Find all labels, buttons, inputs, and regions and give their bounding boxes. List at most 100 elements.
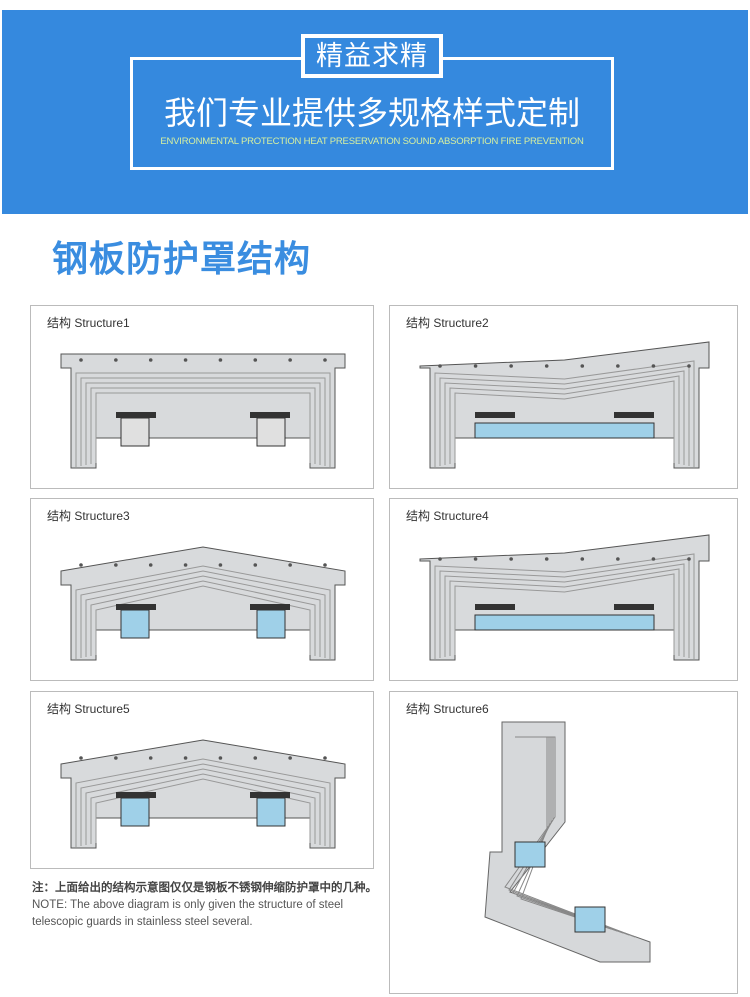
seal [250,412,290,418]
rail [574,906,606,933]
guard-line [90,580,316,656]
guard-line [75,372,331,467]
guard-body [419,534,710,661]
bolt [183,358,188,362]
guard-body [60,546,346,661]
structure-panel-6: 结构 Structure6 [389,691,738,994]
guard-line [75,565,331,659]
structure-diagram [484,721,651,963]
guard-line [444,370,685,465]
guard-line [95,778,311,843]
seal [475,412,515,418]
bolt [114,358,118,362]
seal [250,604,290,610]
seal [116,412,156,418]
structure-label: 结构 Structure5 [47,702,130,716]
bolt [651,364,656,368]
guard-body [60,739,346,849]
guard-line [80,377,326,466]
structure-panel-3: 结构 Structure3 [30,498,374,681]
guard-line [85,575,321,657]
rail [256,797,286,827]
bolt [183,756,188,760]
structure-diagram [419,534,710,661]
banner-headline: 我们专业提供多规格样式定制 [163,95,580,131]
guard-body [419,341,710,469]
guard-line [95,585,311,655]
seal [614,412,654,418]
guard-line [434,553,695,659]
structure-label: 结构 Structure6 [406,702,489,716]
bolt [616,557,620,561]
bolt [687,364,691,368]
guard-line [80,570,326,658]
bolt [509,364,513,368]
bolt [148,358,153,362]
bolt [148,756,153,760]
guard-line [85,382,321,465]
seal [116,604,156,610]
guard-line [454,573,675,655]
structure-panel-5: 结构 Structure5 [30,691,374,869]
bolt [218,358,223,362]
note-chinese: 注：上面给出的结构示意图仅仅是钢板不锈钢伸缩防护罩中的几种。 [32,882,377,894]
bolt [183,563,188,567]
structure-label: 结构 Structure4 [406,509,489,523]
bolt [323,563,327,567]
structure-label: 结构 Structure2 [406,316,489,330]
structure-label: 结构 Structure1 [47,316,130,330]
banner-badge: 精益求精 [301,34,443,78]
note-english: NOTE: The above diagram is only given th… [32,899,344,928]
guard-line [85,768,321,845]
rail-base [474,422,655,439]
bolt [438,364,442,368]
bolt [114,756,118,760]
bolt [218,563,223,567]
rail [120,417,150,447]
bolt [253,358,258,362]
rail [256,417,286,447]
bolt [687,557,691,561]
guard-line [449,568,680,656]
bolt [438,557,442,561]
bolt [580,364,585,368]
rail [120,609,150,639]
structure-panel-1: 结构 Structure1 [30,305,374,489]
bolt [114,563,118,567]
guard-line [90,387,316,464]
structure-label: 结构 Structure3 [47,509,130,523]
bolt [288,756,292,760]
rail [514,841,546,868]
section-title: 钢板防护罩结构 [52,238,312,280]
guard-line [75,758,331,847]
structure-panel-2: 结构 Structure2 [389,305,738,489]
seal [250,792,290,798]
structure-diagram [419,341,710,469]
structure-panel-4: 结构 Structure4 [389,498,738,681]
rail [256,609,286,639]
bolt [616,364,620,368]
bolt [509,557,513,561]
bolt [651,557,656,561]
guard-line [444,563,685,657]
seal [614,604,654,610]
bolt [323,358,327,362]
guard-body [60,353,346,469]
bolt [288,358,292,362]
bolt [288,563,292,567]
bolt [473,364,478,368]
guard-line [439,558,690,658]
guard-line [516,736,618,932]
note: 注：上面给出的结构示意图仅仅是钢板不锈钢伸缩防护罩中的几种。 NOTE: The… [32,880,377,931]
seal [116,792,156,798]
bolt [79,756,83,760]
guard-line [80,763,326,846]
bolt [218,756,223,760]
guard-line [439,365,690,466]
guard-line [434,360,695,467]
bolt [544,364,549,368]
bolt [253,563,258,567]
bolt [79,358,83,362]
rail [120,797,150,827]
bolt [253,756,258,760]
